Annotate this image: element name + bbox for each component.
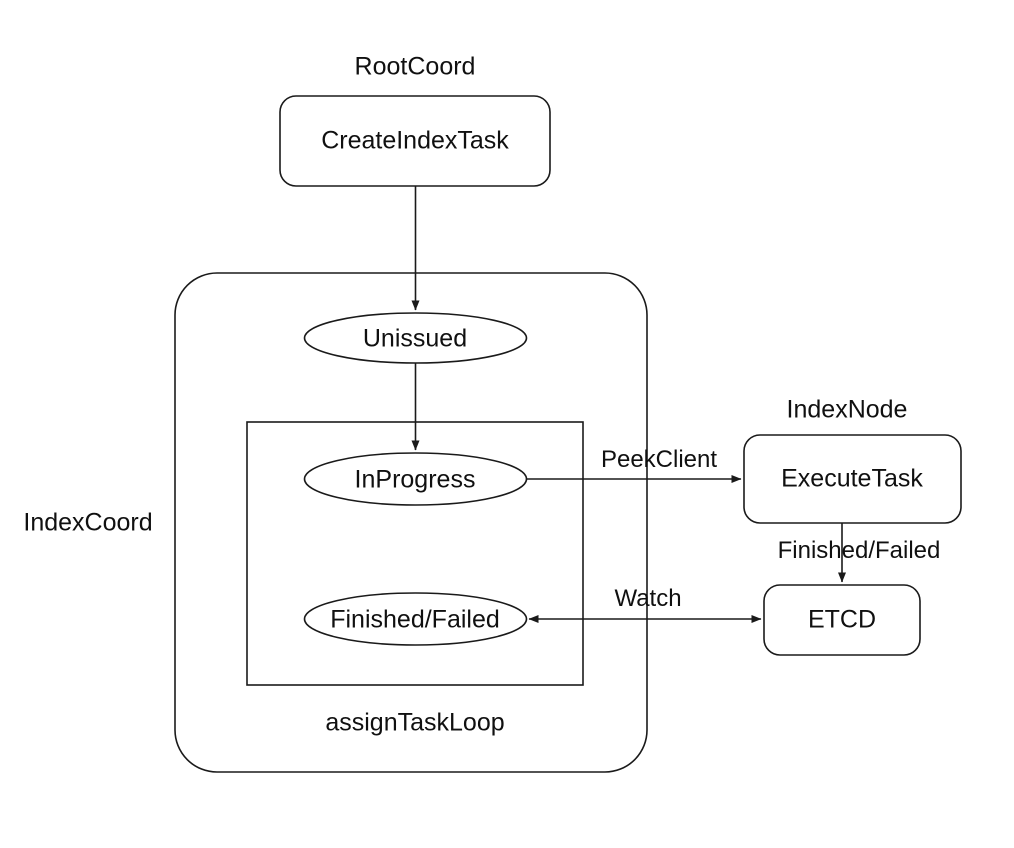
- create-index-task-label: CreateIndexTask: [321, 126, 509, 155]
- in-progress-label: InProgress: [354, 465, 476, 494]
- etcd-box[interactable]: [763, 584, 921, 656]
- assign-task-loop-label: assignTaskLoop: [325, 708, 505, 737]
- unissued-label: Unissued: [362, 324, 468, 353]
- execute-task-box[interactable]: [743, 434, 962, 524]
- finished-failed-state-label: Finished/Failed: [330, 605, 500, 634]
- watch-edge-label: Watch: [614, 585, 682, 612]
- finished-failed-edge-label: Finished/Failed: [777, 537, 941, 564]
- finished-failed-state-ellipse[interactable]: [303, 592, 528, 646]
- index-coord-label: IndexCoord: [23, 508, 153, 537]
- etcd-label: ETCD: [807, 605, 877, 634]
- root-coord-label: RootCoord: [354, 52, 476, 81]
- index-node-label: IndexNode: [786, 395, 908, 424]
- peek-client-edge-label: PeekClient: [600, 446, 718, 473]
- execute-task-label: ExecuteTask: [781, 464, 923, 493]
